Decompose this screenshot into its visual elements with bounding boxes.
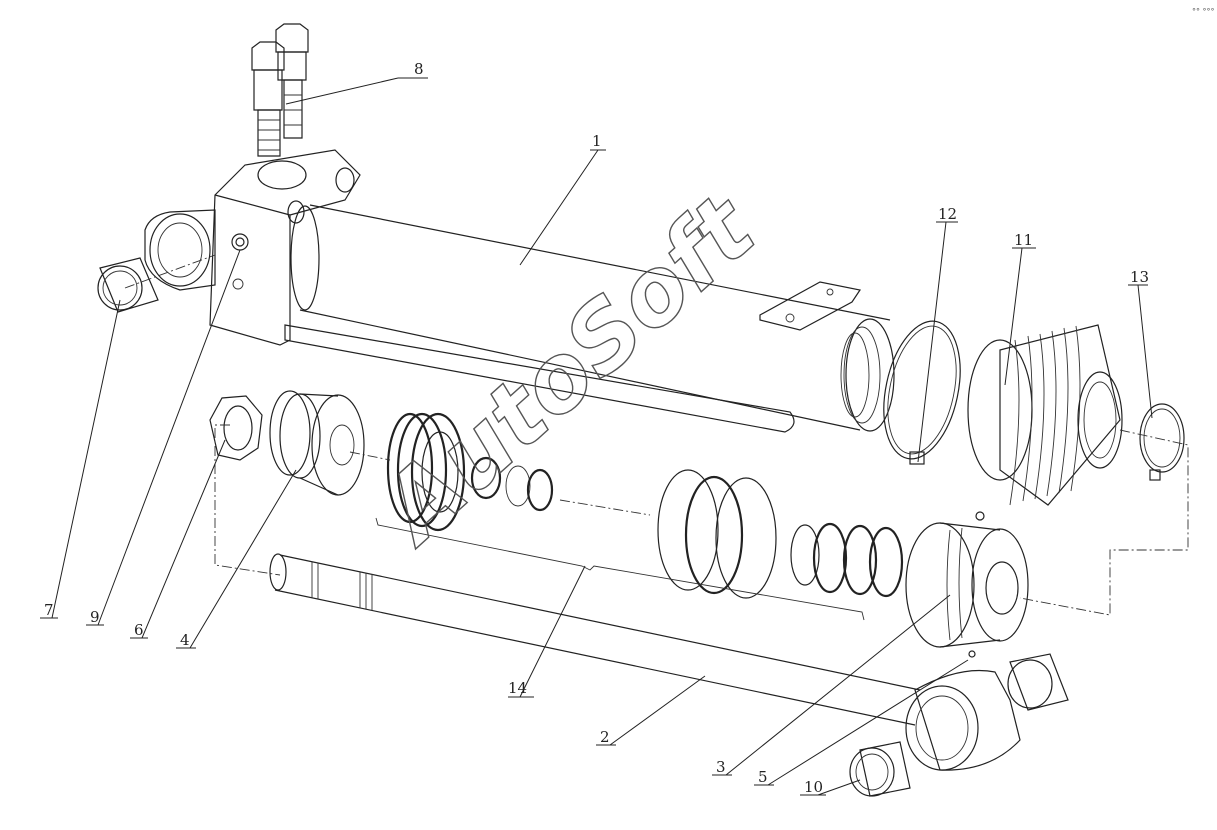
callout-2: 2 — [600, 728, 610, 746]
corner-mark: °° °°° — [1192, 7, 1215, 16]
callout-11: 11 — [1014, 231, 1033, 249]
part-2-rod — [269, 553, 921, 726]
watermark: AutoSoft — [359, 174, 777, 566]
callout-10: 10 — [804, 778, 823, 796]
callout-14: 14 — [508, 679, 527, 697]
part-4-piston — [269, 390, 365, 496]
part-9-bushing — [97, 257, 159, 313]
callout-8: 8 — [414, 60, 424, 78]
part-6-nut — [209, 395, 263, 461]
part-8-fittings — [251, 23, 309, 157]
part-3-gland — [905, 511, 1029, 648]
callout-9: 9 — [90, 608, 100, 626]
callout-5: 5 — [758, 768, 768, 786]
callout-12: 12 — [938, 205, 957, 223]
assembly-axis — [124, 254, 1189, 616]
callout-13: 13 — [1130, 268, 1149, 286]
part-12-clamp — [883, 320, 961, 465]
part-14-seal-kit — [375, 412, 904, 621]
callout-3: 3 — [716, 758, 726, 776]
callout-1: 1 — [592, 132, 602, 150]
callout-6: 6 — [134, 621, 144, 639]
part-13-clamp — [1139, 403, 1185, 481]
callout-4: 4 — [180, 631, 190, 649]
part-1-cylinder-barrel — [144, 149, 895, 433]
leader-lines — [40, 77, 1153, 796]
part-5-rod-eye — [905, 650, 1021, 771]
callout-7: 7 — [44, 601, 54, 619]
part-10-bushings — [849, 653, 1069, 797]
part-11-boot — [967, 324, 1123, 506]
